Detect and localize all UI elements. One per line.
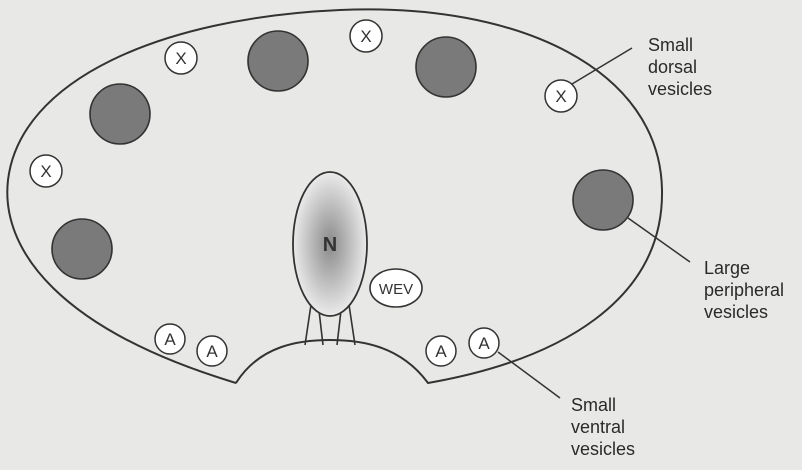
small-ventral-marker: A <box>478 334 490 353</box>
nucleus-label: N <box>323 234 337 256</box>
wev-label: WEV <box>379 281 413 298</box>
large-vesicle <box>416 37 476 97</box>
small-ventral-marker: A <box>164 330 176 349</box>
label-large-peripheral-vesicles: Large peripheral vesicles <box>704 257 784 323</box>
small-dorsal-marker: X <box>40 162 51 181</box>
small-dorsal-marker: X <box>360 27 371 46</box>
small-ventral-marker: A <box>206 342 218 361</box>
large-vesicle <box>248 31 308 91</box>
large-vesicle <box>52 219 112 279</box>
label-small-ventral-vesicles: Small ventral vesicles <box>571 394 635 460</box>
label-small-dorsal-vesicles: Small dorsal vesicles <box>648 34 712 100</box>
large-vesicle <box>90 84 150 144</box>
leader-line-small-dorsal <box>572 48 632 84</box>
large-vesicle <box>573 170 633 230</box>
small-ventral-marker: A <box>435 342 447 361</box>
small-ventral-vesicles: A A A A <box>155 324 499 366</box>
small-dorsal-marker: X <box>175 49 186 68</box>
small-dorsal-marker: X <box>555 87 566 106</box>
leader-line-small-ventral <box>498 352 560 398</box>
